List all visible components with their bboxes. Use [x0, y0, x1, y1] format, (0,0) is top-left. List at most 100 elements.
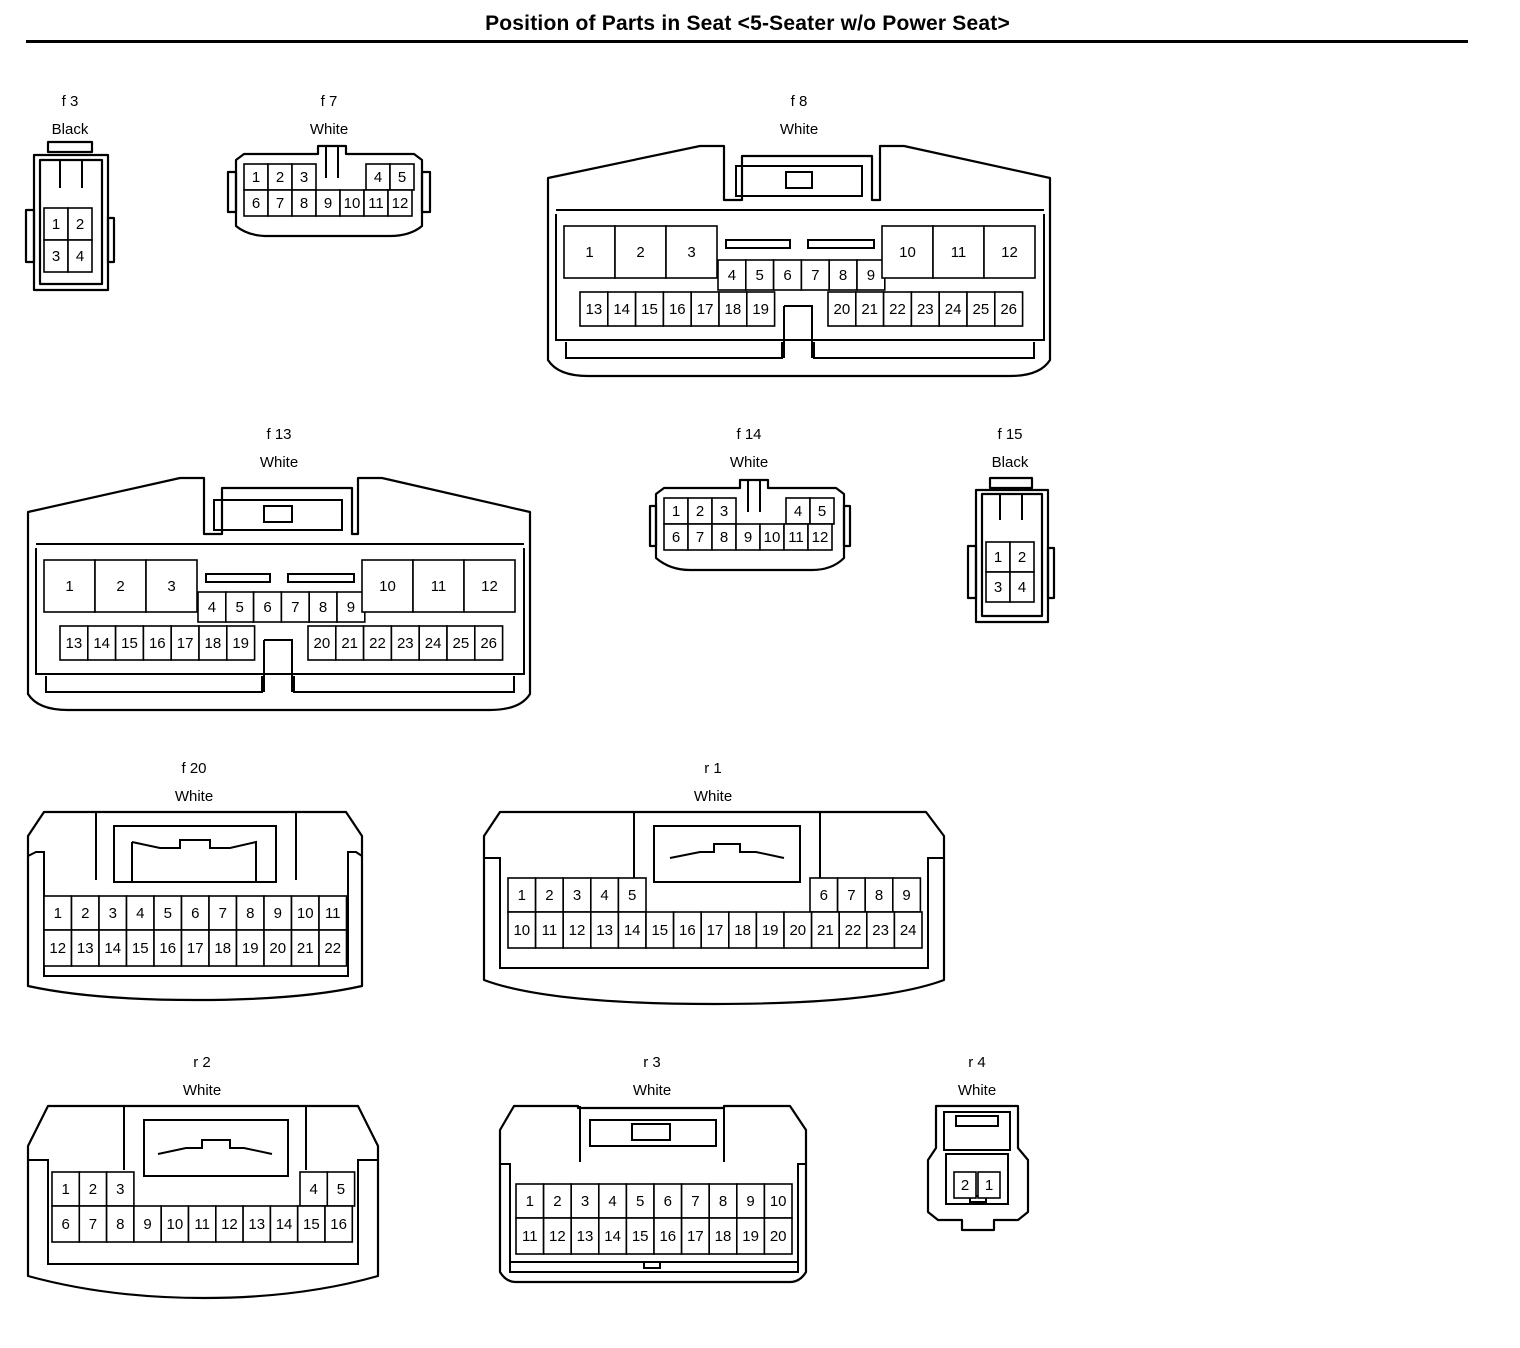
page-title: Position of Parts in Seat <5-Seater w/o …	[485, 12, 1010, 35]
pin-cavity-r3-12	[542, 1217, 572, 1255]
pin-cavity-f14-2	[687, 497, 713, 525]
pin-number-r2-2: 2	[89, 1181, 97, 1198]
pin-number-r1-4: 4	[600, 887, 608, 904]
connector-f13-id: f 13	[266, 426, 292, 443]
pin-number-r2-15: 15	[303, 1216, 320, 1233]
pin-number-f20-5: 5	[164, 905, 172, 922]
pin-number-r2-12: 12	[221, 1216, 238, 1233]
pin-number-f8-12: 12	[1001, 244, 1018, 261]
connector-f3-color: Black	[51, 121, 89, 138]
pin-number-f7-9: 9	[324, 195, 332, 212]
pin-cavity-f7-5	[389, 163, 415, 191]
pin-number-f8-16: 16	[669, 301, 686, 318]
pin-cavity-r1-21	[810, 911, 840, 949]
pin-number-f20-7: 7	[219, 905, 227, 922]
pin-cavity-f7-10	[339, 189, 365, 217]
pin-number-f20-16: 16	[159, 940, 176, 957]
pin-number-r3-13: 13	[577, 1228, 594, 1245]
pin-cavity-f7-6	[243, 189, 269, 217]
pin-cavity-r1-15	[645, 911, 675, 949]
pin-number-f20-18: 18	[214, 940, 231, 957]
pin-number-f20-2: 2	[81, 905, 89, 922]
pin-cavity-f8-23	[910, 291, 941, 327]
pin-cavity-f20-15	[125, 929, 155, 967]
pin-number-r3-14: 14	[604, 1228, 621, 1245]
pin-number-f3-1: 1	[52, 216, 60, 233]
pin-number-r1-14: 14	[624, 922, 641, 939]
pin-number-f20-6: 6	[191, 905, 199, 922]
pin-cavity-f20-14	[98, 929, 128, 967]
pin-cavity-f13-22	[362, 625, 393, 661]
pin-cavity-r3-17	[680, 1217, 710, 1255]
pin-cavity-f8-4	[717, 259, 747, 291]
pin-number-r1-23: 23	[872, 922, 889, 939]
pin-cavity-f8-10	[881, 225, 934, 279]
pin-cavity-r3-11	[515, 1217, 545, 1255]
pin-number-f13-4: 4	[208, 599, 216, 616]
pin-number-f20-9: 9	[274, 905, 282, 922]
pin-number-r1-9: 9	[902, 887, 910, 904]
pin-number-r3-5: 5	[636, 1193, 644, 1210]
pin-cavity-r3-13	[570, 1217, 600, 1255]
pin-number-f8-3: 3	[687, 244, 695, 261]
pin-number-r1-16: 16	[679, 922, 696, 939]
pin-number-f13-6: 6	[263, 599, 271, 616]
pin-cavity-f14-9	[735, 523, 761, 551]
pin-number-f13-17: 17	[177, 635, 194, 652]
pin-number-f7-5: 5	[398, 169, 406, 186]
pin-number-f20-11: 11	[325, 905, 341, 922]
pin-cavity-f13-14	[87, 625, 117, 661]
pin-number-r3-1: 1	[526, 1193, 534, 1210]
pin-number-f7-7: 7	[276, 195, 284, 212]
pin-number-r2-13: 13	[248, 1216, 265, 1233]
pin-cavity-f8-26	[993, 291, 1024, 327]
pin-number-f13-2: 2	[116, 578, 124, 595]
pin-number-r3-16: 16	[659, 1228, 676, 1245]
connector-r4-housing	[926, 1104, 1030, 1232]
pin-cavity-r3-9	[735, 1183, 766, 1219]
pin-cavity-f3-1	[43, 207, 69, 241]
pin-cavity-f20-19	[235, 929, 265, 967]
pin-number-f20-4: 4	[136, 905, 144, 922]
pin-number-f13-24: 24	[425, 635, 442, 652]
pin-number-f20-13: 13	[77, 940, 94, 957]
pin-cavity-f13-19	[226, 625, 256, 661]
pin-number-r1-13: 13	[596, 922, 613, 939]
pin-number-f14-12: 12	[812, 529, 829, 546]
pin-number-f8-4: 4	[728, 267, 736, 284]
pin-number-r1-2: 2	[545, 887, 553, 904]
pin-number-f3-2: 2	[76, 216, 84, 233]
pin-number-r2-8: 8	[116, 1216, 124, 1233]
pin-number-f20-17: 17	[187, 940, 204, 957]
pin-number-f14-6: 6	[672, 529, 680, 546]
pin-cavity-f8-19	[745, 291, 776, 327]
pin-number-f15-1: 1	[994, 549, 1002, 566]
pin-number-f3-4: 4	[76, 248, 84, 265]
pin-cavity-r2-3	[105, 1171, 135, 1207]
pin-number-r1-5: 5	[628, 887, 636, 904]
connector-f15-color: Black	[991, 454, 1029, 471]
pin-number-r4-1: 1	[985, 1177, 993, 1194]
pin-number-f13-20: 20	[314, 635, 331, 652]
pin-number-f14-4: 4	[794, 503, 802, 520]
pin-number-f8-13: 13	[586, 301, 603, 318]
pin-number-r2-3: 3	[116, 1181, 124, 1198]
pin-cavity-r3-15	[625, 1217, 655, 1255]
pin-cavity-f13-3	[145, 559, 198, 613]
pin-number-f13-16: 16	[149, 635, 166, 652]
pin-number-r2-14: 14	[276, 1216, 293, 1233]
pin-cavity-r3-8	[708, 1183, 738, 1219]
pin-number-f13-10: 10	[379, 578, 396, 595]
pin-number-r1-12: 12	[569, 922, 586, 939]
pin-number-f20-3: 3	[109, 905, 117, 922]
pin-cavity-r1-18	[727, 911, 758, 949]
pin-number-f15-2: 2	[1018, 549, 1026, 566]
pin-number-f20-19: 19	[242, 940, 259, 957]
pin-number-f7-4: 4	[374, 169, 382, 186]
pin-number-r2-4: 4	[309, 1181, 317, 1198]
pin-number-r1-15: 15	[651, 922, 668, 939]
pin-number-r3-7: 7	[691, 1193, 699, 1210]
